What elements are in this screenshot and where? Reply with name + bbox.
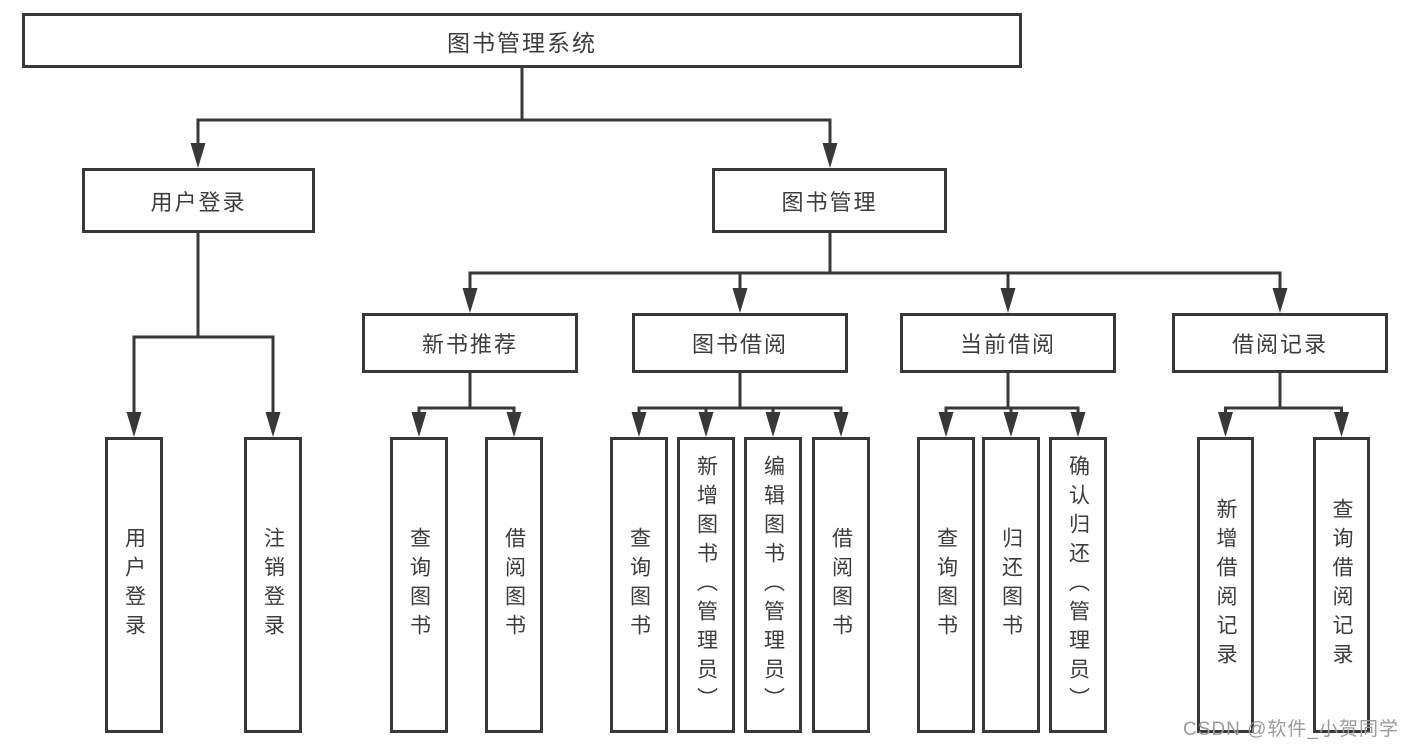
node-label: 用户登录 (122, 527, 146, 643)
node-book-management: 图书管理 (712, 168, 947, 233)
node-label: 图书管理 (781, 189, 878, 215)
node-library-management-system: 图书管理系统 (22, 13, 1022, 68)
node-label: 借阅图书 (829, 527, 853, 643)
leaf-query-books-recommend: 查询图书 (390, 437, 448, 733)
node-current-borrowing: 当前借阅 (900, 313, 1116, 373)
node-label: 新增借阅记录 (1214, 498, 1237, 672)
node-book-borrowing: 图书借阅 (632, 313, 848, 373)
leaf-query-books-borrow: 查询图书 (610, 437, 668, 733)
node-label: 注销登录 (261, 527, 285, 643)
watermark: CSDN @软件_小贺同学 (1183, 719, 1399, 740)
leaf-add-book-admin: 新增图书（管理员） (677, 437, 735, 733)
node-label: 新书推荐 (421, 332, 518, 357)
node-label: 查询图书 (627, 527, 651, 643)
node-user-login: 用户登录 (82, 168, 315, 233)
node-label: 图书借阅 (691, 332, 788, 357)
leaf-add-borrow-record: 新增借阅记录 (1197, 437, 1254, 733)
node-borrowing-records: 借阅记录 (1172, 313, 1388, 373)
node-label: 查询图书 (934, 527, 958, 643)
node-label: 归还图书 (999, 527, 1023, 643)
node-label: 用户登录 (150, 189, 247, 215)
leaf-confirm-return-admin: 确认归还（管理员） (1049, 437, 1107, 733)
node-label: 查询图书 (407, 527, 431, 643)
node-label: 借阅图书 (502, 527, 526, 643)
leaf-borrow-books-recommend: 借阅图书 (485, 437, 543, 733)
leaf-return-books: 归还图书 (982, 437, 1040, 733)
leaf-edit-book-admin: 编辑图书（管理员） (744, 437, 802, 733)
node-label: 借阅记录 (1231, 332, 1328, 357)
leaf-query-books-current: 查询图书 (917, 437, 975, 733)
arrowheads (126, 143, 1349, 437)
leaf-borrow-books: 借阅图书 (812, 437, 870, 733)
leaf-query-borrow-record: 查询借阅记录 (1313, 437, 1370, 733)
node-label: 编辑图书（管理员） (761, 454, 785, 716)
node-label: 图书管理系统 (447, 29, 597, 56)
leaf-user-login: 用户登录 (105, 437, 163, 733)
node-label: 当前借阅 (959, 332, 1056, 357)
node-label: 查询借阅记录 (1330, 498, 1353, 672)
node-label: 确认归还（管理员） (1066, 454, 1090, 716)
node-label: 新增图书（管理员） (694, 454, 718, 716)
leaf-logout: 注销登录 (244, 437, 302, 733)
node-new-book-recommendation: 新书推荐 (362, 313, 578, 373)
